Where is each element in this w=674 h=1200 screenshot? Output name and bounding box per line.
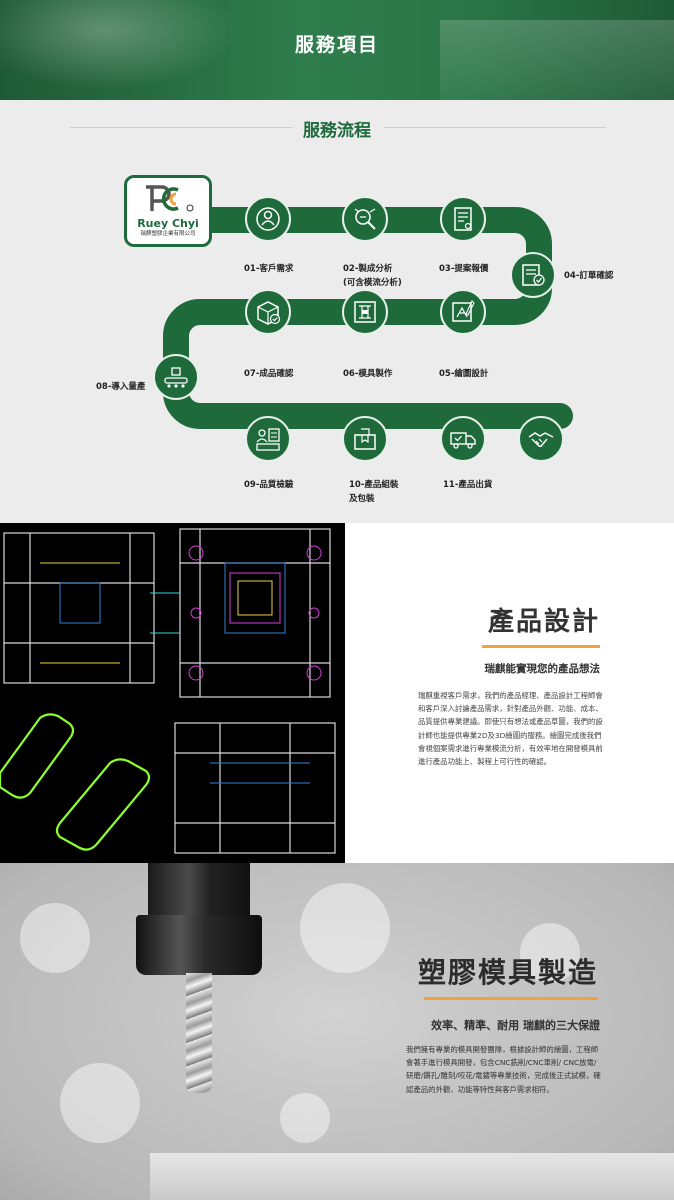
design-subtitle: 瑞麒能實現您的產品想法 xyxy=(484,663,601,675)
process-path xyxy=(163,207,573,429)
step-10-label-note: 及包裝 xyxy=(349,494,375,504)
step-09-label: 09-品質檢驗 xyxy=(244,480,294,490)
banner-machine-image xyxy=(0,0,260,100)
step-12-node xyxy=(518,416,564,462)
product-box-check-icon xyxy=(257,301,281,325)
drawing-design-icon xyxy=(452,300,475,322)
step-09-node xyxy=(245,416,291,462)
analysis-magnifier-icon xyxy=(354,208,376,230)
design-title-underline xyxy=(482,645,600,648)
step-07-node xyxy=(245,289,291,335)
cad-drawing xyxy=(0,528,336,854)
mold-subtitle: 效率、精準、耐用 瑞麒的三大保證 xyxy=(431,1019,600,1032)
step-11-node xyxy=(440,416,486,462)
step-07-label: 07-成品確認 xyxy=(244,369,294,379)
step-01-node xyxy=(245,196,291,242)
step-01-label: 01-客戶需求 xyxy=(244,264,294,274)
step-06-label: 06-模具製作 xyxy=(343,369,393,379)
process-title: 服務流程 xyxy=(0,116,674,141)
delivery-truck-icon xyxy=(450,432,476,449)
bokeh-light xyxy=(520,923,580,983)
logo-subtitle: 瑞麒塑膠企業有限公司 xyxy=(140,231,196,237)
ruey-chyi-logo-icon xyxy=(146,185,194,212)
bokeh-light xyxy=(20,903,90,973)
step-02-label: 02-製成分析 xyxy=(343,264,393,274)
step-05-node xyxy=(440,289,486,335)
bokeh-light xyxy=(300,883,390,973)
bokeh-light xyxy=(60,1063,140,1143)
step-02-label-note: (可含模流分析) xyxy=(343,278,402,288)
product-design-section: 產品設計 瑞麒能實現您的產品想法 瑞麒重視客戶需求，我們的產品經理、產品設計工程… xyxy=(0,523,674,863)
order-check-icon xyxy=(522,264,545,286)
step-08-node xyxy=(153,354,199,400)
step-03-node xyxy=(440,196,486,242)
step-04-label: 04-訂單確認 xyxy=(564,271,614,281)
bokeh-light xyxy=(280,1093,330,1143)
quotation-document-icon xyxy=(454,207,472,231)
mold-manufacturing-section: 塑膠模具製造 效率、精準、耐用 瑞麒的三大保證 我們擁有專業的模具開發團隊，根據… xyxy=(0,863,674,1200)
step-10-node xyxy=(342,416,388,462)
cad-drawing-image xyxy=(0,523,345,863)
step-03-label: 03-提案報價 xyxy=(439,264,489,274)
step-11-label: 11-產品出貨 xyxy=(443,480,493,490)
step-06-node xyxy=(342,289,388,335)
step-10-label: 10-產品組裝 xyxy=(349,480,399,490)
quality-inspection-icon xyxy=(256,428,280,451)
services-banner: 服務項目 xyxy=(0,0,674,100)
mold-machine-icon xyxy=(354,301,376,323)
design-body: 瑞麒重視客戶需求，我們的產品經理、產品設計工程師會和客戶深入討論產品需求，針對產… xyxy=(418,691,603,767)
design-title: 產品設計 xyxy=(487,607,600,637)
handshake-icon xyxy=(528,432,554,448)
title-divider-right xyxy=(384,127,606,128)
workpiece-surface-image xyxy=(150,1153,674,1200)
step-08-label: 08-導入量產 xyxy=(96,382,146,392)
logo-name: Ruey Chyi xyxy=(137,217,199,230)
step-04-node xyxy=(510,252,556,298)
banner-panel-image xyxy=(440,20,674,100)
step-05-label: 05-繪圖設計 xyxy=(439,369,489,379)
cnc-tool-holder-image xyxy=(148,863,250,921)
company-logo: Ruey Chyi 瑞麒塑膠企業有限公司 xyxy=(124,175,212,247)
mold-body: 我們擁有專業的模具開發團隊，根據設計師的繪圖，工程師會著手進行模具開發，包含CN… xyxy=(406,1045,601,1094)
step-02-node xyxy=(342,196,388,242)
user-shield-icon xyxy=(256,207,280,231)
service-process-section: 服務流程 Ruey Chyi 瑞麒塑膠企業有限公司 xyxy=(0,100,674,523)
mold-title-underline xyxy=(424,997,598,1000)
banner-title: 服務項目 xyxy=(294,34,379,56)
conveyor-production-icon xyxy=(164,367,188,388)
package-assembly-icon xyxy=(354,428,376,450)
title-divider-left xyxy=(70,127,300,128)
cnc-end-mill-image xyxy=(186,973,212,1093)
mold-title: 塑膠模具製造 xyxy=(417,956,598,989)
cnc-tool-collar-image xyxy=(136,915,262,975)
